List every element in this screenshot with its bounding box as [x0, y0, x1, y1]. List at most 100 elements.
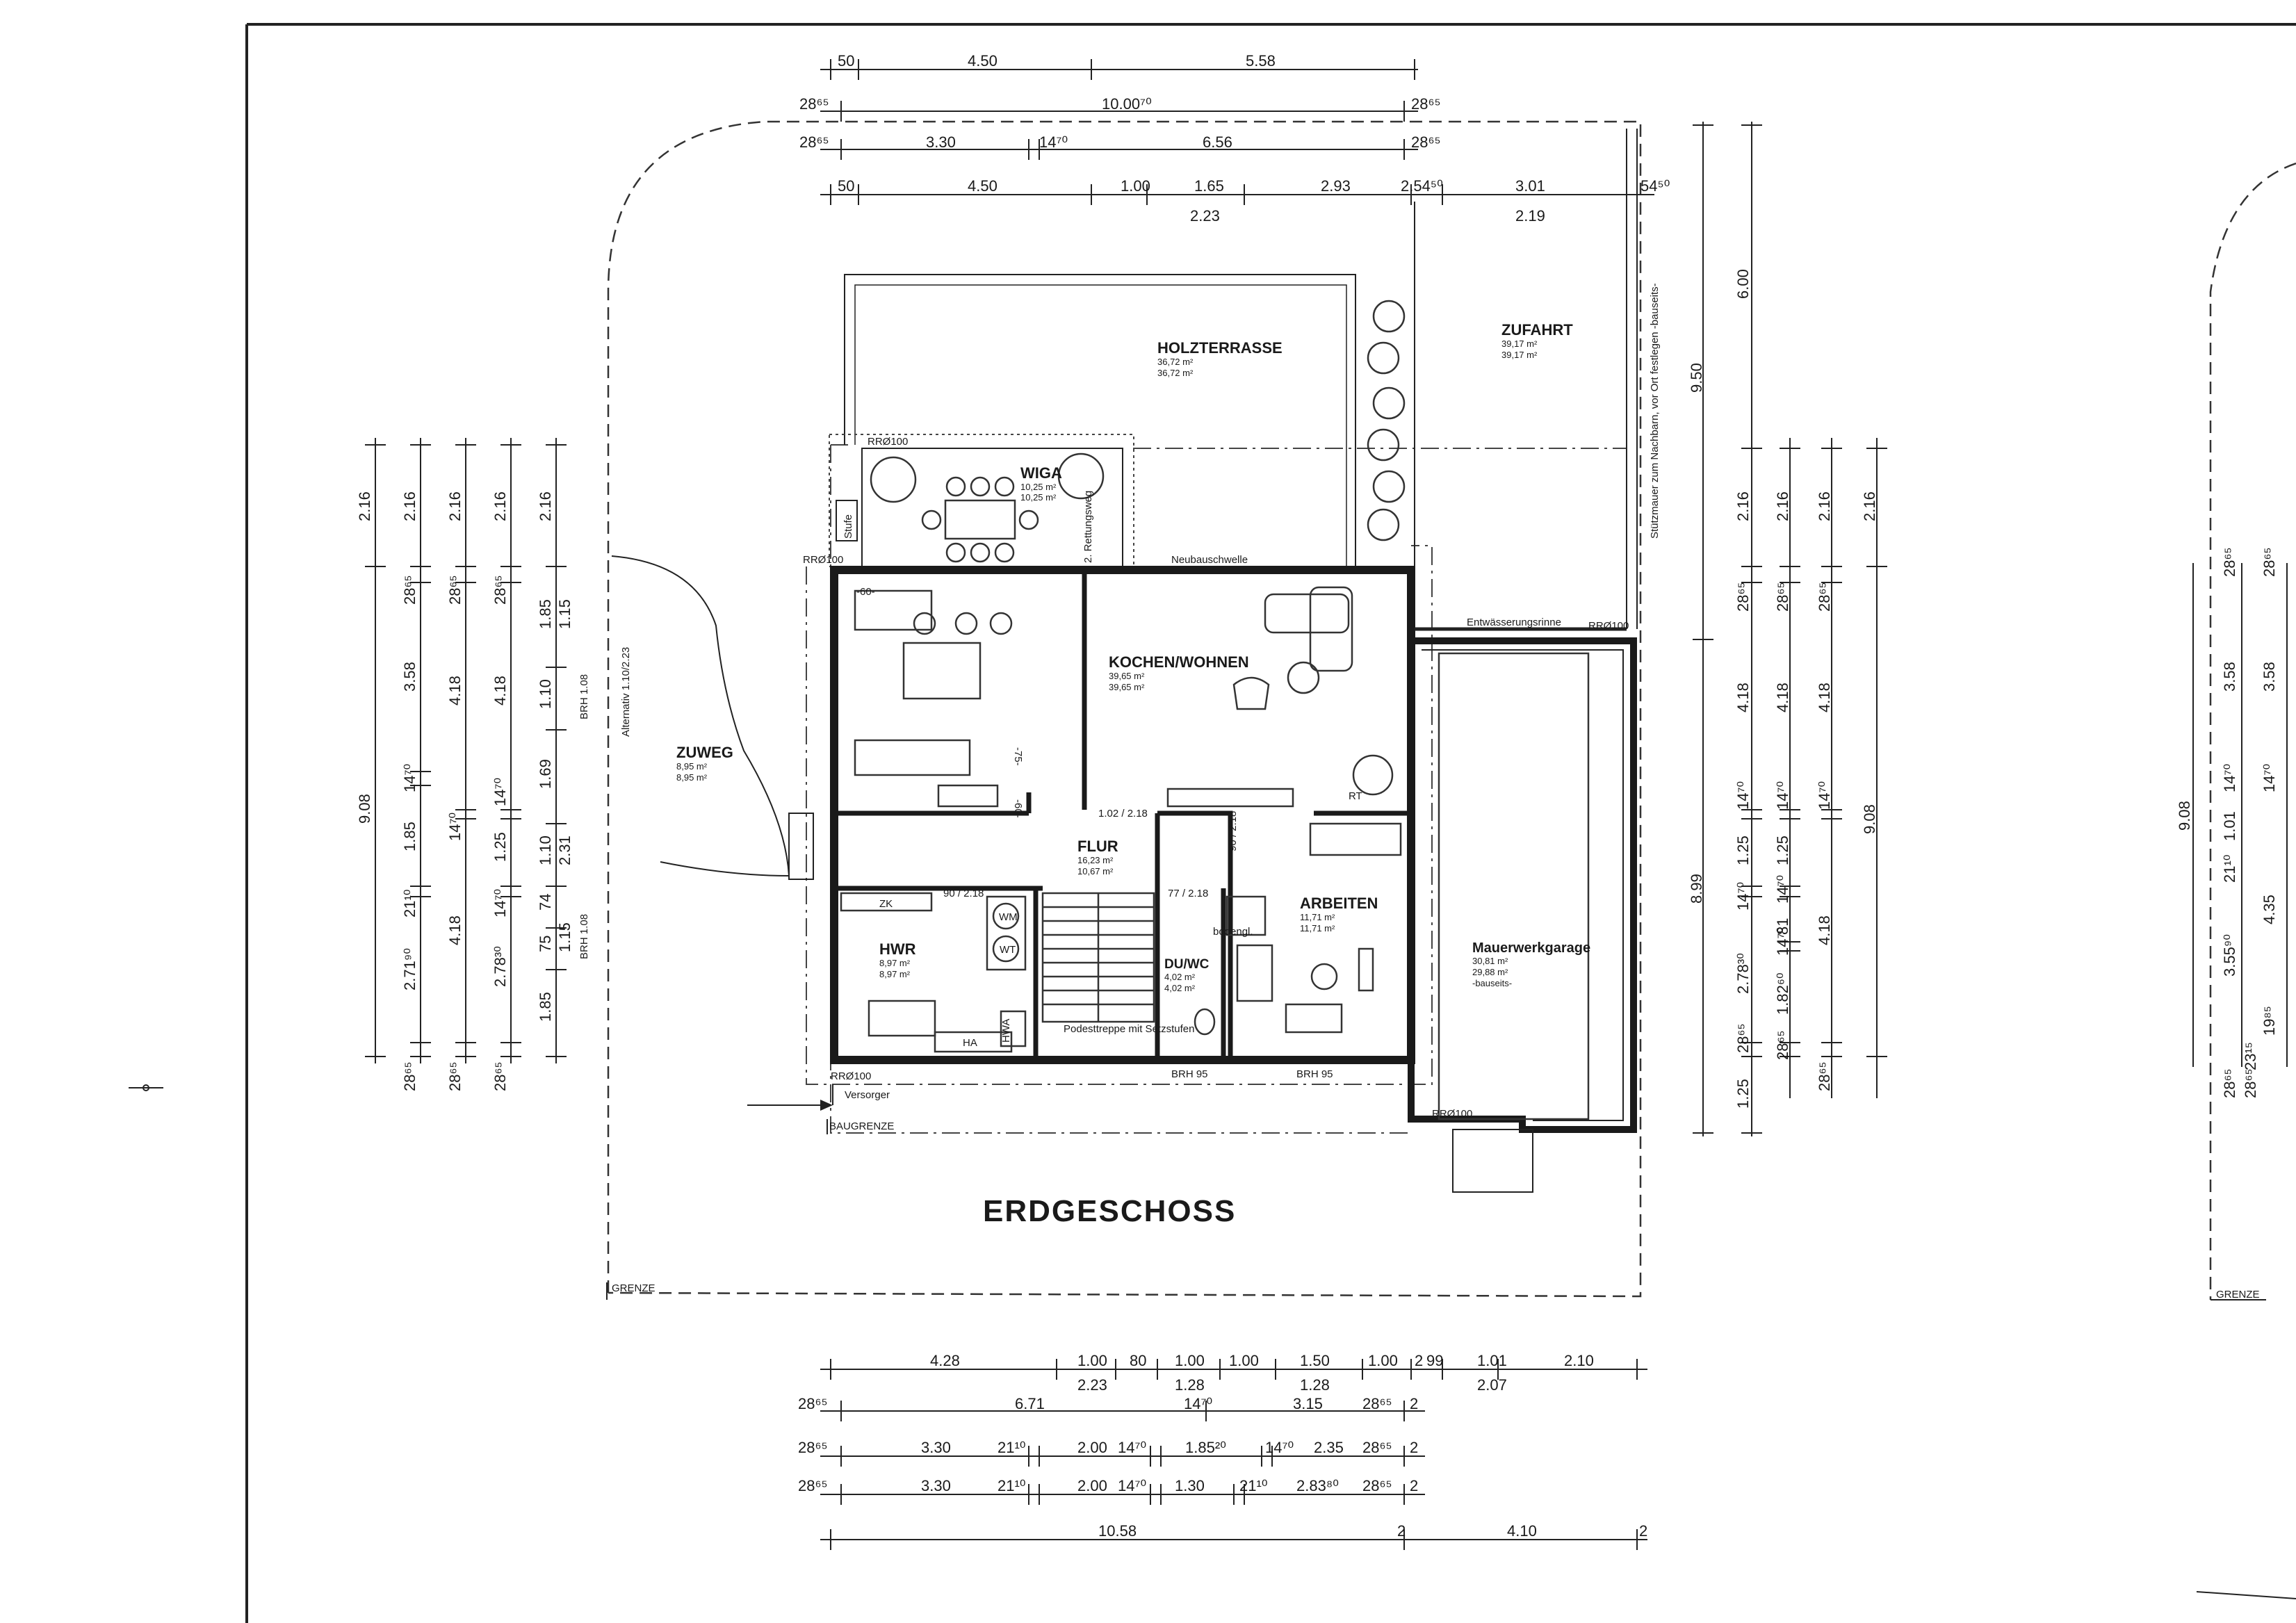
room-area2-arbeiten: 11,71 m² — [1300, 923, 1335, 933]
brh-label-2: BRH 95 — [1296, 1068, 1333, 1080]
far-14: 4.35 — [2261, 895, 2278, 924]
room-area2-holzterrasse: 36,72 m² — [1157, 368, 1194, 378]
room-area-holzterrasse: 36,72 m² — [1157, 357, 1194, 367]
hedge-plants — [1367, 300, 1406, 541]
right-c5-0: 2.16 — [1861, 491, 1878, 521]
right-c2-8: 28⁶⁵ — [1734, 1023, 1752, 1053]
left-c2-0: 2.16 — [401, 491, 418, 521]
top-dim-r1-2: 5.58 — [1246, 52, 1276, 70]
right-c2-3: 4.18 — [1734, 683, 1752, 712]
right-c2-6: 14⁷⁰ — [1734, 882, 1752, 911]
left-c5b-0: 1.15 — [556, 599, 573, 629]
brh-label-3: BRH 1.08 — [578, 674, 590, 719]
bot-dim-r3-0: 28⁶⁵ — [798, 1439, 828, 1456]
far-13: 14⁷⁰ — [2261, 764, 2278, 792]
top-dim-r1-0: 50 — [838, 52, 854, 70]
bot-dim-r4-5: 1.30 — [1175, 1477, 1205, 1494]
bot-dim-r4-6: 21¹⁰ — [1239, 1477, 1268, 1494]
left-c3-5: 28⁶⁵ — [446, 1061, 464, 1091]
bot-dim-r2-4: 28⁶⁵ — [1362, 1395, 1392, 1412]
room-name-hwr: HWR — [879, 940, 916, 958]
left-dimension-chains: 2.16 9.08 2.16 28⁶⁵ 3.58 14⁷⁰ 1.85 21¹⁰ … — [356, 438, 573, 1091]
label-ha: HA — [963, 1037, 977, 1049]
room-name-holzterrasse: HOLZTERRASSE — [1157, 339, 1283, 357]
far-10: 28⁶⁵ — [2242, 1068, 2259, 1098]
room-name-kochen-wohnen: KOCHEN/WOHNEN — [1109, 653, 1249, 671]
bot-dim-r3-3: 2.00 — [1077, 1439, 1107, 1456]
bot-dim-r1-7: 2 — [1415, 1352, 1423, 1369]
bot-dim-r5-1: 2 — [1397, 1522, 1406, 1540]
brh-label-4: BRH 1.08 — [578, 914, 590, 959]
property-line-label: GRENZE — [612, 1282, 656, 1294]
right-c5-1: 9.08 — [1861, 804, 1878, 834]
far-8: 23¹⁵ — [2242, 1042, 2259, 1070]
room-area2-flur: 10,67 m² — [1077, 866, 1114, 876]
room-area-wiga: 10,25 m² — [1020, 482, 1057, 492]
right-c3-4: 1.25 — [1774, 835, 1791, 865]
room-area2-garage: 29,88 m² — [1472, 967, 1508, 977]
supply-line: Versorger — [747, 1084, 890, 1111]
room-area-garage: 30,81 m² — [1472, 956, 1508, 966]
bot-dim-r5-3: 2 — [1639, 1522, 1647, 1540]
left-c5-2: 1.10 — [537, 679, 554, 709]
far-7: 28⁶⁵ — [2221, 1068, 2238, 1098]
terrace-outline — [844, 129, 1638, 629]
top-dim-r4-5: 2.54⁵⁰ — [1401, 177, 1443, 195]
right-c2-2: 28⁶⁵ — [1734, 582, 1752, 612]
bot-dim-r1b-2: 1.28 — [1300, 1376, 1330, 1394]
left-c3-1: 28⁶⁵ — [446, 575, 464, 605]
right-c2-0: 6.00 — [1734, 269, 1752, 299]
top-dim-r4-2: 1.00 — [1121, 177, 1150, 195]
left-c5-1: 1.85 — [537, 599, 554, 629]
bot-dim-r3-4: 14⁷⁰ — [1118, 1439, 1146, 1456]
right-c3-1: 28⁶⁵ — [1774, 582, 1791, 612]
door-label-hwr: 90 / 2.18 — [943, 888, 984, 899]
room-area-zuweg: 8,95 m² — [676, 761, 708, 772]
right-c1-1: 8.99 — [1688, 874, 1705, 904]
left-c2-2: 3.58 — [401, 662, 418, 692]
drain-label: Entwässerungsrinne — [1467, 617, 1561, 628]
top-dim-r4-6: 3.01 — [1515, 177, 1545, 195]
left-c4-0: 2.16 — [491, 491, 509, 521]
bot-dim-r2-3: 3.15 — [1293, 1395, 1323, 1412]
room-area-flur: 16,23 m² — [1077, 855, 1114, 865]
label-hwa: HWA — [1000, 1019, 1012, 1043]
bot-dim-r1b-3: 2.07 — [1477, 1376, 1507, 1394]
rr-label-5: RRØ100 — [1432, 1108, 1472, 1120]
bot-dim-r1-5: 1.50 — [1300, 1352, 1330, 1369]
escape-route-label: 2. Rettungsweg — [1082, 491, 1094, 563]
top-dim-r3-1: 3.30 — [926, 133, 956, 151]
left-c2-1: 28⁶⁵ — [401, 575, 418, 605]
door-label-flur: 1.02 / 2.18 — [1098, 808, 1148, 819]
property-line: GRENZE GRENZE — [606, 120, 2296, 1300]
top-dim-r1-1: 4.50 — [968, 52, 998, 70]
right-c3-6: 81 — [1774, 918, 1791, 935]
bot-dim-r1b-0: 2.23 — [1077, 1376, 1107, 1394]
top-dim-r4-0: 50 — [838, 177, 854, 195]
far-9: 19⁸⁵ — [2261, 1006, 2278, 1036]
top-dim-r3-2: 14⁷⁰ — [1039, 133, 1068, 151]
room-area2-hwr: 8,97 m² — [879, 969, 911, 979]
label-zk: ZK — [879, 898, 893, 910]
left-c4-3: 14⁷⁰ — [491, 778, 509, 806]
right-c4-2: 4.18 — [1816, 683, 1833, 712]
room-area-hwr: 8,97 m² — [879, 958, 911, 968]
right-c3-3: 14⁷⁰ — [1774, 781, 1791, 810]
right-c4-0: 2.16 — [1816, 491, 1833, 521]
right-c2-9: 1.25 — [1734, 1079, 1752, 1109]
bot-dim-r1-3: 1.00 — [1175, 1352, 1205, 1369]
bot-dim-r4-1: 3.30 — [921, 1477, 951, 1494]
shower-label: bodengl. — [1213, 926, 1253, 938]
left-c4-2: 4.18 — [491, 676, 509, 706]
left-c5-7: 1.85 — [537, 992, 554, 1022]
annotations: Neubauschwelle Entwässerungsrinne Stützm… — [578, 283, 1661, 1120]
left-c4-7: 28⁶⁵ — [491, 1061, 509, 1091]
room-area-arbeiten: 11,71 m² — [1300, 912, 1335, 922]
bot-dim-r3-2: 21¹⁰ — [998, 1439, 1026, 1456]
rr-label-1: RRØ100 — [868, 436, 908, 448]
bot-dim-r4-2: 21¹⁰ — [998, 1477, 1026, 1494]
right-c4-3: 14⁷⁰ — [1816, 781, 1833, 810]
bot-dim-r4-7: 2.83⁸⁰ — [1296, 1477, 1339, 1494]
far-11: 28⁶⁵ — [2261, 547, 2278, 577]
